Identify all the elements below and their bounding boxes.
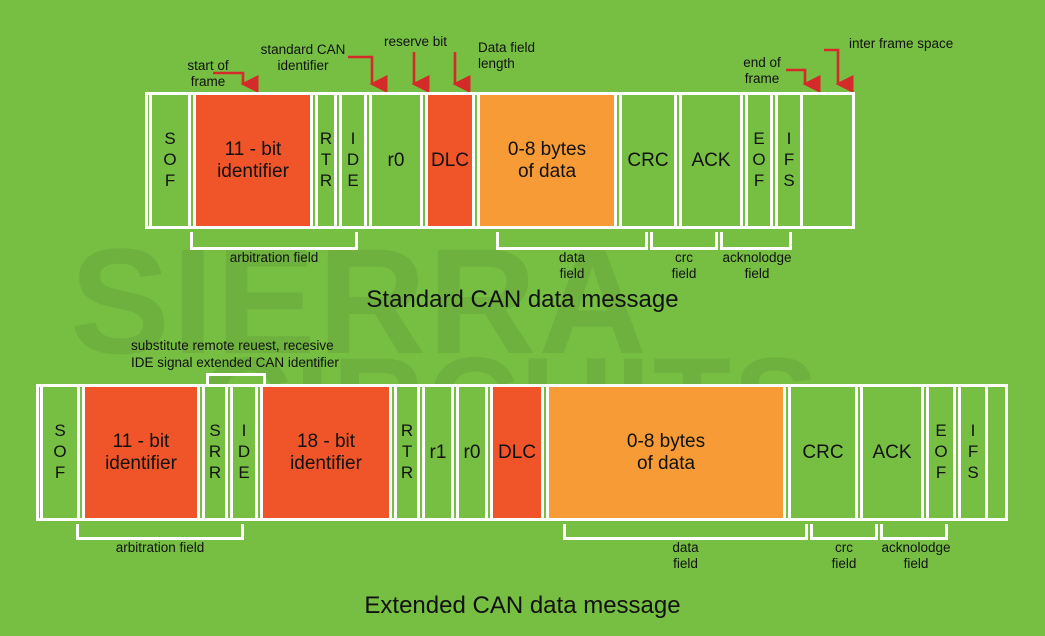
standard-frame-title: Standard CAN data message	[366, 286, 679, 313]
callout-inter-frame-space: inter frame space	[849, 36, 954, 51]
extended-field-0: SOF	[40, 387, 80, 518]
bracket-acknowledge-field-standard	[720, 232, 792, 250]
standard-field-5: DLC	[425, 95, 475, 226]
extended-field-11: ACK	[860, 387, 924, 518]
extended-field-7: r0	[456, 387, 488, 518]
extended-field-2: SRR	[202, 387, 228, 518]
callout-data-field-length: Data field length	[478, 40, 536, 71]
extended-field-10: CRC	[788, 387, 858, 518]
bracket-label-arbitration-field-standard: arbitration field	[229, 250, 319, 265]
bracket-label-acknowledge-field-extended: acknolodge field	[881, 540, 951, 571]
extended-field-5: RTR	[394, 387, 420, 518]
extended-frame-title: Extended CAN data message	[364, 592, 681, 619]
extended-field-13: IFS	[958, 387, 988, 518]
callout-standard-can-identifier: standard CAN identifier	[260, 42, 346, 73]
extended-field-12: EOF	[926, 387, 956, 518]
bracket-data-field-extended	[563, 524, 808, 540]
extended-field-8: DLC	[490, 387, 544, 518]
standard-field-2: RTR	[315, 95, 337, 226]
standard-field-10: IFS	[775, 95, 803, 226]
bracket-label-arbitration-field-extended: arbitration field	[115, 540, 205, 555]
callout-start-of-frame: start of frame	[187, 58, 229, 89]
bracket-label-data-field-extended: data field	[672, 540, 699, 571]
bracket-data-field-standard	[496, 232, 648, 250]
bracket-label-crc-field-extended: crc field	[831, 540, 857, 571]
bracket-acknowledge-field-extended	[880, 524, 948, 540]
extended-field-3: IDE	[230, 387, 258, 518]
standard-field-4: r0	[369, 95, 423, 226]
callout-end-of-frame: end of frame	[743, 55, 781, 86]
callout-reserve-bit: reserve bit	[384, 34, 448, 49]
bracket-label-acknowledge-field-standard: acknolodge field	[722, 250, 792, 281]
standard-field-9: EOF	[745, 95, 773, 226]
standard-field-0: SOF	[149, 95, 191, 226]
standard-field-8: ACK	[679, 95, 743, 226]
bracket-arbitration-field-extended	[76, 524, 244, 540]
extended-field-6: r1	[422, 387, 454, 518]
standard-field-3: IDE	[339, 95, 367, 226]
bracket-crc-field-standard	[650, 232, 718, 250]
standard-field-7: CRC	[619, 95, 677, 226]
bracket-crc-field-extended	[810, 524, 878, 540]
bracket-label-data-field-standard: data field	[558, 250, 586, 281]
note-srr-ide: substitute remote reuest, recesive IDE s…	[131, 338, 339, 370]
bracket-srr-ide-pointer	[206, 373, 266, 385]
bracket-label-crc-field-standard: crc field	[671, 250, 697, 281]
bracket-arbitration-field-standard	[190, 232, 358, 250]
